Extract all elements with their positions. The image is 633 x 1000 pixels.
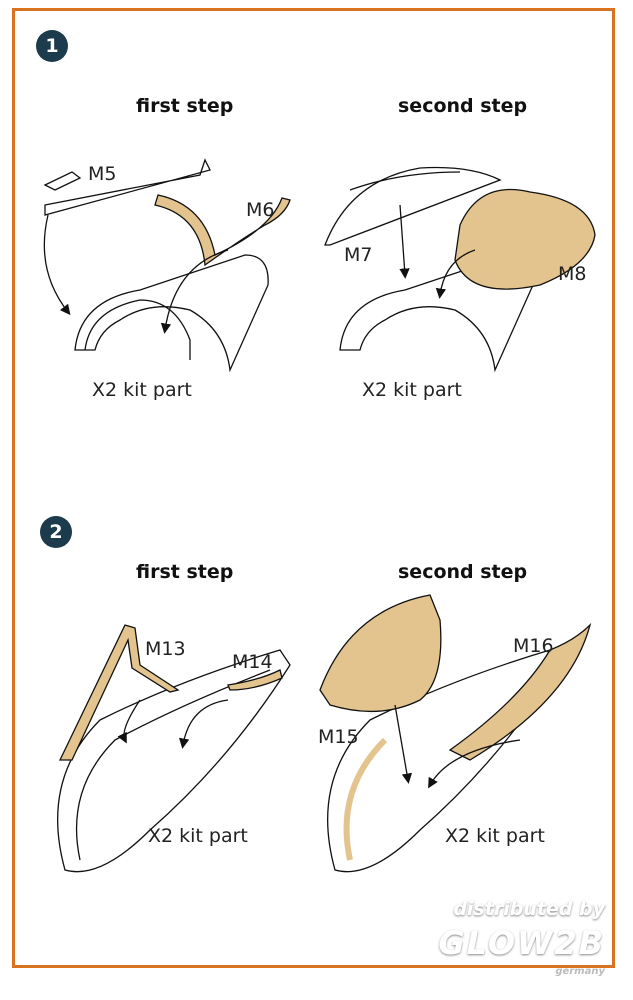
mask-m15: [319, 594, 442, 713]
mask-m16: [448, 622, 592, 761]
second-step-heading: second step: [398, 95, 528, 117]
canopy-x2-part-2a: [57, 649, 291, 873]
watermark-line: distributed by: [453, 898, 605, 920]
arrow: [179, 699, 229, 749]
mask-m14: [227, 669, 283, 691]
arrow: [117, 699, 141, 744]
part-label: M16: [513, 635, 554, 657]
mask-m5: [43, 158, 211, 216]
kit-part-label: X2 kit part: [445, 825, 545, 847]
arrow: [435, 249, 476, 299]
kit-part-label: X2 kit part: [148, 825, 248, 847]
arrow: [43, 214, 71, 316]
arrow: [160, 249, 229, 334]
watermark-logo: GLOW2B: [438, 924, 605, 962]
first-step-heading: first step: [136, 561, 234, 583]
arrow: [399, 204, 410, 279]
arrow: [394, 704, 413, 784]
step-number-badge: 1: [36, 30, 68, 62]
part-label: M13: [145, 638, 186, 660]
part-label: M6: [246, 199, 275, 221]
mask-m8: [454, 188, 596, 290]
canopy-x2-part-1a: [74, 254, 269, 373]
part-label: M7: [344, 244, 373, 266]
kit-part-label: X2 kit part: [362, 379, 462, 401]
distributor-watermark: distributed by GLOW2B germany: [438, 896, 605, 980]
part-label: M14: [232, 651, 273, 673]
second-step-heading: second step: [398, 561, 528, 583]
part-label: M5: [88, 163, 117, 185]
watermark-line: germany: [555, 966, 605, 977]
part-label: M8: [558, 263, 587, 285]
mask-m6: [154, 194, 291, 267]
first-step-heading: first step: [136, 95, 234, 117]
mask-m13: [58, 624, 180, 761]
kit-part-label: X2 kit part: [92, 379, 192, 401]
mask-m7: [324, 166, 502, 246]
part-label: M15: [318, 726, 359, 748]
step-number-badge: 2: [40, 516, 72, 548]
arrow: [428, 739, 521, 789]
